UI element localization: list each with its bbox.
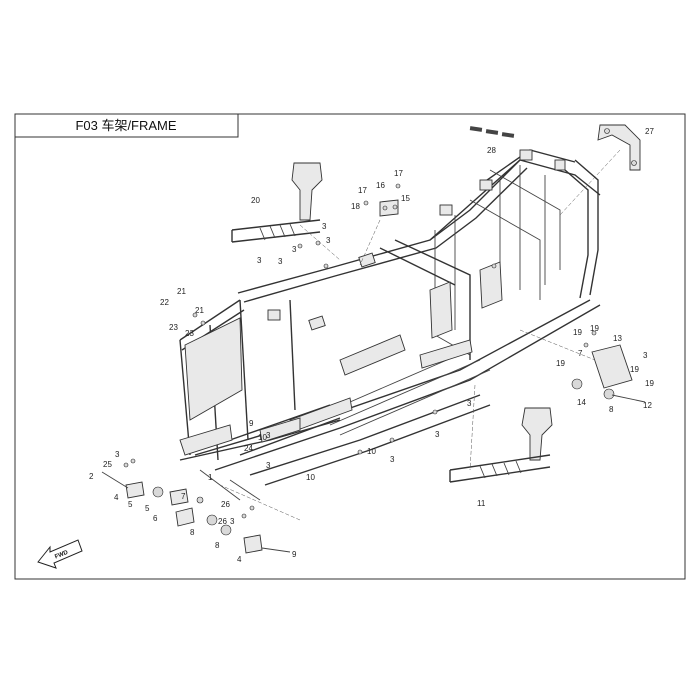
part-label: 6 bbox=[153, 514, 158, 523]
mount-13 bbox=[571, 344, 646, 403]
part-label: 4 bbox=[237, 555, 242, 564]
part-label: 14 bbox=[577, 398, 586, 407]
part-label: 5 bbox=[145, 504, 150, 513]
part-label: 3 bbox=[266, 461, 271, 470]
part-label: 4 bbox=[114, 493, 119, 502]
pads-28 bbox=[469, 126, 515, 138]
part-label: 8 bbox=[609, 405, 614, 414]
part-label: 10 bbox=[258, 433, 267, 442]
page-title: F03 车架/FRAME bbox=[75, 118, 176, 133]
part-label: 3 bbox=[115, 450, 120, 459]
part-label: 10 bbox=[306, 473, 315, 482]
diagram-border bbox=[14, 113, 686, 580]
part-label: 2 bbox=[89, 472, 94, 481]
part-label: 1 bbox=[208, 473, 213, 482]
main-frame bbox=[179, 149, 601, 501]
part-label: 9 bbox=[249, 419, 254, 428]
part-label: 3 bbox=[643, 351, 648, 360]
part-label: 19 bbox=[590, 324, 599, 333]
part-label: 3 bbox=[390, 455, 395, 464]
part-label: 21 bbox=[195, 306, 204, 315]
part-label: 8 bbox=[215, 541, 220, 550]
fwd-arrow-icon: FWD bbox=[37, 539, 83, 569]
part-label: 19 bbox=[645, 379, 654, 388]
part-label: 3 bbox=[292, 245, 297, 254]
part-label: 26 bbox=[218, 517, 227, 526]
part-label: 5 bbox=[128, 500, 133, 509]
footrest-11 bbox=[449, 407, 553, 483]
part-label: 23 bbox=[185, 329, 194, 338]
part-label: 7 bbox=[578, 349, 583, 358]
part-label: 3 bbox=[322, 222, 327, 231]
part-label: 7 bbox=[181, 492, 186, 501]
part-label: 24 bbox=[244, 444, 253, 453]
part-label: 22 bbox=[160, 298, 169, 307]
part-label: 13 bbox=[613, 334, 622, 343]
part-label: 19 bbox=[573, 328, 582, 337]
part-label: 11 bbox=[477, 499, 486, 508]
part-label: 12 bbox=[643, 401, 652, 410]
part-label: 17 bbox=[358, 186, 367, 195]
title-box bbox=[14, 113, 239, 138]
part-label: 3 bbox=[278, 257, 283, 266]
part-label: 28 bbox=[487, 146, 496, 155]
front-mounts bbox=[101, 471, 291, 554]
bolts bbox=[123, 183, 597, 519]
part-label: 8 bbox=[190, 528, 195, 537]
fwd-label: FWD bbox=[54, 549, 70, 560]
part-label: 3 bbox=[326, 236, 331, 245]
part-label: 17 bbox=[394, 169, 403, 178]
footrest-20 bbox=[231, 162, 323, 243]
part-label: 26 bbox=[221, 500, 230, 509]
part-label: 3 bbox=[257, 256, 262, 265]
part-label: 15 bbox=[401, 194, 410, 203]
part-label: 3 bbox=[230, 517, 235, 526]
bracket-15 bbox=[379, 199, 399, 217]
part-label: 10 bbox=[367, 447, 376, 456]
part-label: 3 bbox=[266, 431, 271, 440]
bracket-27 bbox=[597, 124, 641, 171]
part-label: 19 bbox=[630, 365, 639, 374]
part-label: 3 bbox=[435, 430, 440, 439]
part-label: 25 bbox=[103, 460, 112, 469]
part-label: 19 bbox=[556, 359, 565, 368]
part-labels: 27 28 17 17 16 15 18 20 3 3 3 3 3 21 21 … bbox=[89, 127, 654, 564]
part-label: 9 bbox=[292, 550, 297, 559]
part-label: 21 bbox=[177, 287, 186, 296]
part-label: 3 bbox=[467, 399, 472, 408]
leader-lines bbox=[219, 149, 621, 521]
part-label: 18 bbox=[351, 202, 360, 211]
part-label: 27 bbox=[645, 127, 654, 136]
part-label: 16 bbox=[376, 181, 385, 190]
part-label: 20 bbox=[251, 196, 260, 205]
part-label: 23 bbox=[169, 323, 178, 332]
